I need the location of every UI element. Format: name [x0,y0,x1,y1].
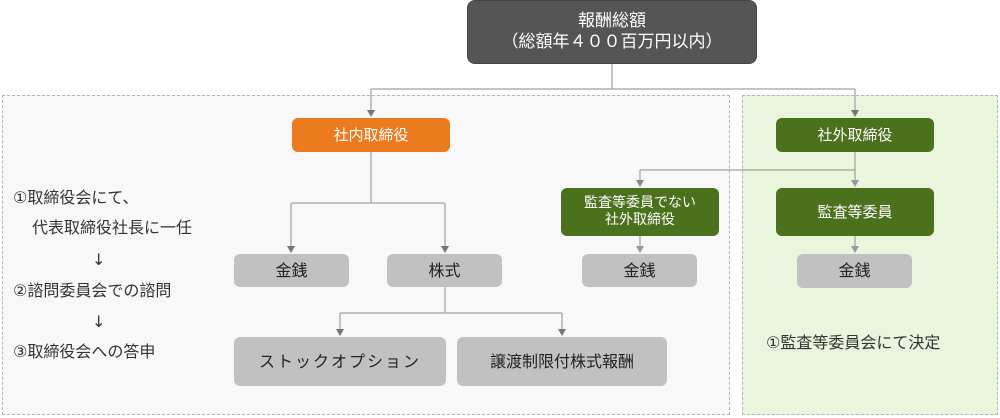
process-step1-line2: 代表取締役社長に一任 [32,218,193,237]
arrowheads [287,110,859,336]
stock-option-node: ストックオプション [234,337,446,386]
arrowhead [287,246,295,253]
non-audit-cash-node: 金銭 [582,254,697,287]
arrowhead [851,180,859,187]
connector-stock-to-types [339,287,563,331]
total-compensation-box: 報酬総額 （総額年４００百万円以内） [467,0,757,64]
outside-directors-node: 社外取締役 [776,118,934,152]
restricted-stock-node: 譲渡制限付株式報酬 [457,337,667,386]
internal-stock-node: 株式 [387,254,502,287]
internal-cash-node: 金銭 [234,254,349,287]
internal-directors-node: 社内取締役 [292,118,450,152]
process-arrow-1: ↓ [92,250,106,269]
arrowhead [441,246,449,253]
arrowhead [851,246,859,253]
arrowhead [851,110,859,117]
process-arrow-2: ↓ [92,312,106,331]
process-step1-line1: ①取締役会にて、 [13,188,139,207]
audit-committee-cash-node: 金銭 [797,254,912,288]
non-audit-line2: 社外取締役 [605,212,675,228]
non-audit-outside-directors-node: 監査等委員でない 社外取締役 [561,188,719,236]
audit-committee-node: 監査等委員 [776,188,934,236]
total-compensation-title: 報酬総額 [578,10,646,31]
connector-subgroups-to-cash [639,236,856,248]
process-step2: ②諮問委員会での諮問 [13,281,172,300]
connector-total-to-heads [370,64,856,112]
connector-external-to-subgroups [639,152,856,182]
arrowhead [367,110,375,117]
arrowhead [636,180,644,187]
non-audit-line1: 監査等委員でない [584,194,696,211]
arrowhead [558,329,566,336]
connector-internal-to-cash-stock [290,152,446,248]
arrowhead [636,246,644,253]
total-compensation-limit: （総額年４００百万円以内） [501,32,723,52]
process-step3: ③取締役会への答申 [13,342,156,361]
external-process-note: ①監査等委員会にて決定 [766,333,941,352]
arrowhead [336,329,344,336]
